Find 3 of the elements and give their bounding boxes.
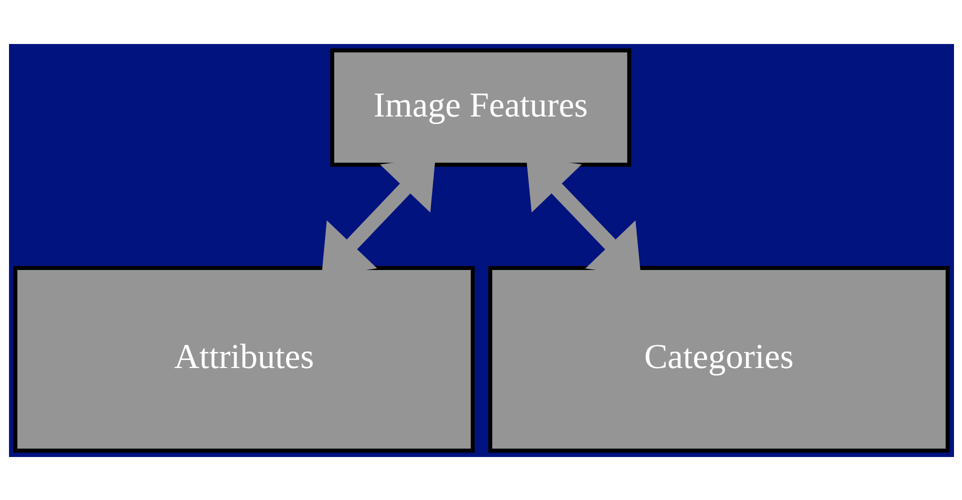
- node-box: Categories: [488, 265, 950, 452]
- node-box: Attributes: [12, 265, 474, 452]
- node-box: Image Features: [330, 48, 631, 166]
